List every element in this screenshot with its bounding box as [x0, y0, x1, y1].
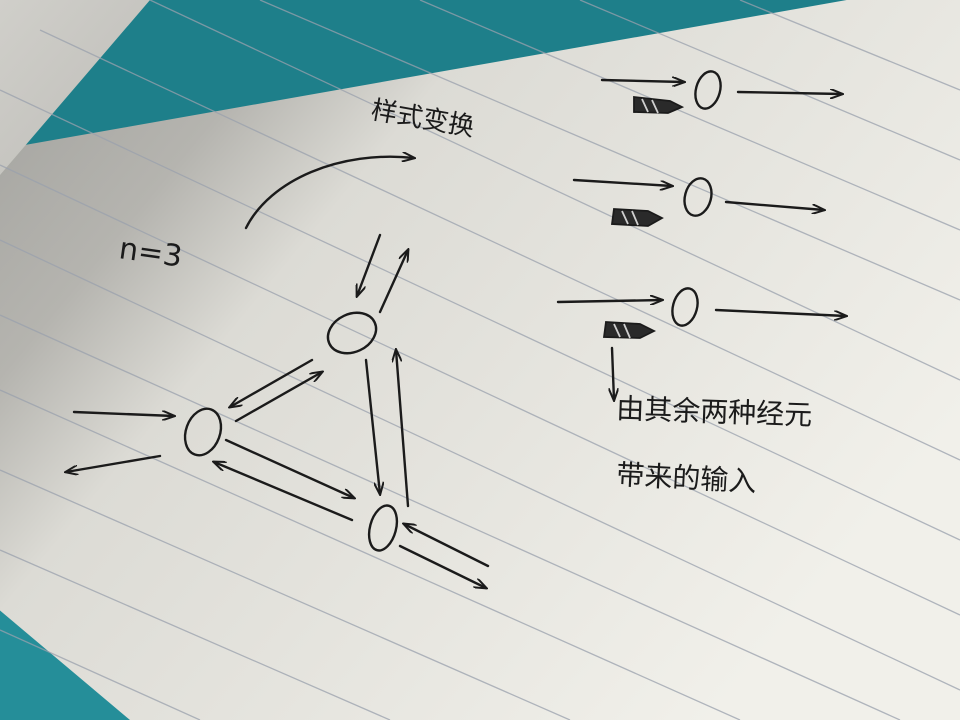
hatched-box-row2: [610, 208, 664, 227]
arrow-out-left: [66, 454, 162, 472]
network-diagram: [66, 157, 488, 588]
row1-neuron: [694, 70, 722, 110]
arrow-bottom-to-left: [214, 462, 354, 522]
row3-output-arrow: [714, 308, 846, 316]
arrow-in-left: [72, 412, 174, 416]
arrow-top-to-bottom: [364, 358, 380, 494]
recurrent-input-boxes: [602, 95, 685, 339]
row2-input-arrow: [572, 178, 672, 186]
neuron-bottom: [367, 504, 399, 552]
arrow-bottom-to-top: [396, 350, 410, 508]
n-equals-label: n=3: [117, 231, 185, 274]
row3-neuron: [671, 287, 699, 327]
row2-neuron: [683, 177, 713, 217]
hatched-box-row3: [602, 321, 657, 339]
page-corner: [0, 0, 150, 175]
row3-input-arrow: [556, 300, 662, 302]
curved-arrow: [244, 157, 414, 230]
neuron-left: [183, 407, 223, 457]
caption-line-2: 带来的输入: [616, 458, 758, 498]
caption-arrow: [612, 346, 614, 400]
row1-output-arrow: [736, 92, 842, 94]
caption-line-1: 由其余两种经元: [616, 392, 813, 432]
neuron-top: [326, 311, 378, 355]
arrow-out-bottom: [398, 544, 486, 588]
hatched-box-row1: [633, 95, 685, 114]
arrow-left-to-bottom: [224, 438, 354, 498]
arrow-in-bottom: [404, 524, 490, 568]
row2-output-arrow: [724, 200, 824, 210]
arrow-left-to-top: [234, 372, 322, 423]
arrow-in-top: [357, 233, 382, 296]
unrolled-diagram: [556, 70, 846, 400]
row1-input-arrow: [600, 80, 684, 82]
arrow-out-top: [378, 250, 408, 314]
arrow-top-to-left: [230, 358, 314, 407]
